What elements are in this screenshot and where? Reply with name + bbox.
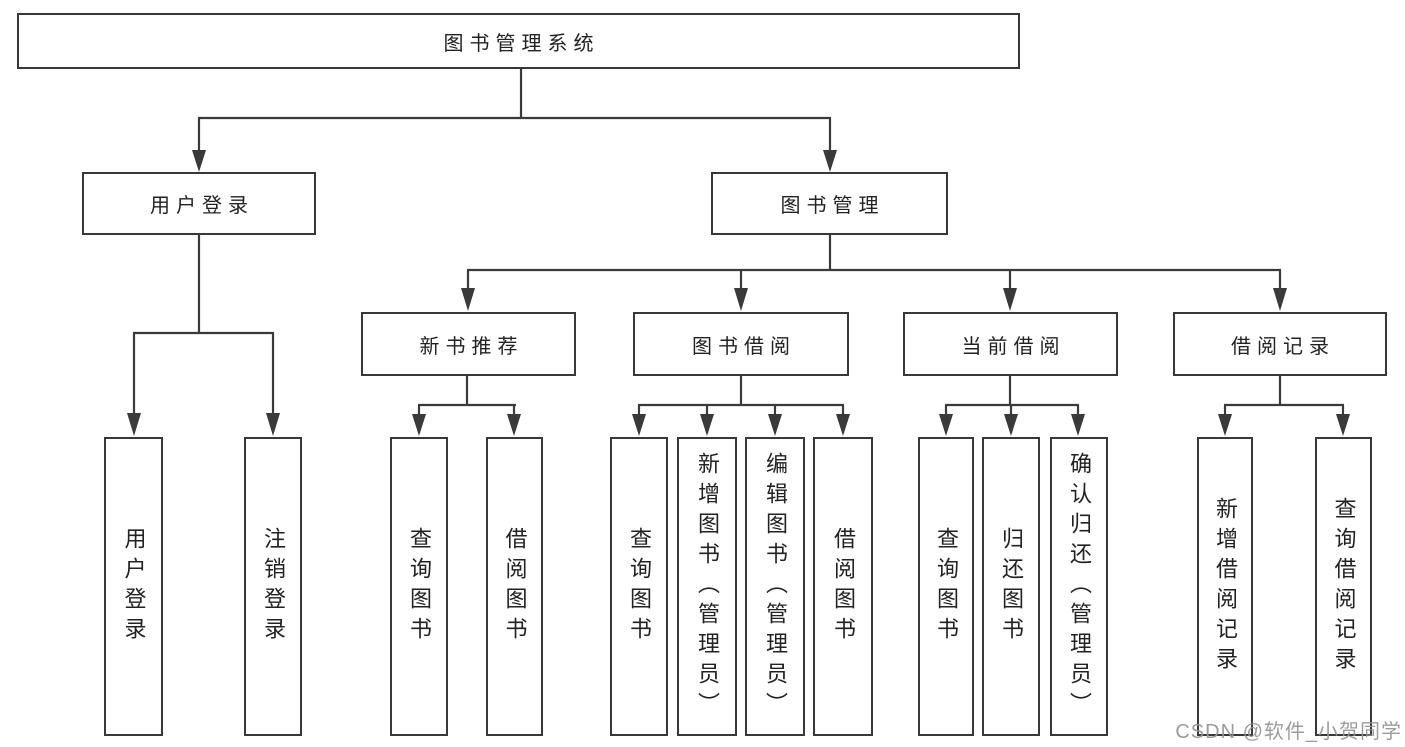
arrowhead-icon <box>192 150 206 172</box>
arrowhead-icon <box>127 413 141 436</box>
node-label: 图书借阅 <box>692 335 796 358</box>
connector-current-borrowing-branch <box>939 376 1085 436</box>
node-label: 查询图书 <box>627 526 652 647</box>
leaf-return-books: 归还图书 <box>982 437 1040 736</box>
node-label: 注销登录 <box>261 526 286 647</box>
arrowhead-icon <box>1003 288 1017 311</box>
node-user-login: 用户登录 <box>82 172 316 235</box>
connector-root-to-level1 <box>192 69 837 172</box>
leaf-add-books-admin: 新增图书（管理员） <box>677 437 737 736</box>
node-label: 借阅图书 <box>502 526 528 647</box>
arrowhead-icon <box>1218 414 1232 436</box>
leaf-user-login: 用户登录 <box>104 437 163 736</box>
connector-user-login-branch <box>127 235 280 436</box>
leaf-edit-books-admin: 编辑图书（管理员） <box>745 437 805 736</box>
arrowhead-icon <box>1273 288 1287 311</box>
leaf-borrow-books-recommend: 借阅图书 <box>486 437 543 736</box>
arrowhead-icon <box>632 414 646 436</box>
arrowhead-icon <box>700 414 714 436</box>
node-label: 新增借阅记录 <box>1213 496 1238 677</box>
node-label: 查询图书 <box>407 526 432 647</box>
node-new-book-recommendation: 新书推荐 <box>361 312 576 376</box>
arrowhead-icon <box>461 288 475 311</box>
arrowhead-icon <box>836 414 850 436</box>
node-book-borrowing: 图书借阅 <box>633 312 849 376</box>
node-borrowing-records: 借阅记录 <box>1173 312 1387 376</box>
connector-book-management-branch <box>461 235 1287 311</box>
leaf-query-books-borrow: 查询图书 <box>610 437 668 736</box>
node-label: 用户登录 <box>150 195 254 217</box>
node-label: 借阅记录 <box>1231 335 1335 358</box>
leaf-query-books-recommend: 查询图书 <box>390 437 448 736</box>
node-label: 新增图书（管理员） <box>695 451 720 722</box>
leaf-logout: 注销登录 <box>244 437 302 736</box>
node-label: 借阅图书 <box>831 526 856 647</box>
leaf-add-borrow-record: 新增借阅记录 <box>1197 437 1253 736</box>
connector-new-book-recommendation-branch <box>412 376 521 436</box>
node-library-management-system: 图书管理系统 <box>17 13 1020 69</box>
connector-book-borrowing-branch <box>632 376 850 436</box>
arrowhead-icon <box>1071 414 1085 436</box>
arrowhead-icon <box>1336 414 1350 436</box>
node-label: 查询图书 <box>934 526 959 647</box>
arrowhead-icon <box>823 150 837 172</box>
arrowhead-icon <box>1004 414 1018 436</box>
node-label: 图书管理系统 <box>443 32 600 55</box>
node-label: 当前借阅 <box>961 335 1066 358</box>
node-label: 用户登录 <box>121 526 147 647</box>
leaf-query-books-current: 查询图书 <box>918 437 974 736</box>
node-label: 编辑图书（管理员） <box>763 451 788 722</box>
node-label: 新书推荐 <box>419 335 524 358</box>
node-book-management: 图书管理 <box>711 172 948 235</box>
arrowhead-icon <box>266 413 280 436</box>
node-label: 查询借阅记录 <box>1331 496 1357 677</box>
arrowhead-icon <box>939 414 953 436</box>
csdn-watermark: CSDN @软件_小贺同学 <box>1175 721 1402 743</box>
leaf-confirm-return-admin: 确认归还（管理员） <box>1050 437 1108 736</box>
node-label: 归还图书 <box>999 526 1024 647</box>
arrowhead-icon <box>734 288 748 311</box>
node-label: 确认归还（管理员） <box>1067 451 1092 722</box>
arrowhead-icon <box>412 414 426 436</box>
leaf-query-borrow-record: 查询借阅记录 <box>1315 437 1372 736</box>
connector-borrowing-records-branch <box>1218 376 1350 436</box>
node-label: 图书管理 <box>780 195 885 217</box>
node-current-borrowing: 当前借阅 <box>903 312 1118 376</box>
arrowhead-icon <box>768 414 782 436</box>
leaf-borrow-books: 借阅图书 <box>813 437 873 736</box>
arrowhead-icon <box>507 414 521 436</box>
